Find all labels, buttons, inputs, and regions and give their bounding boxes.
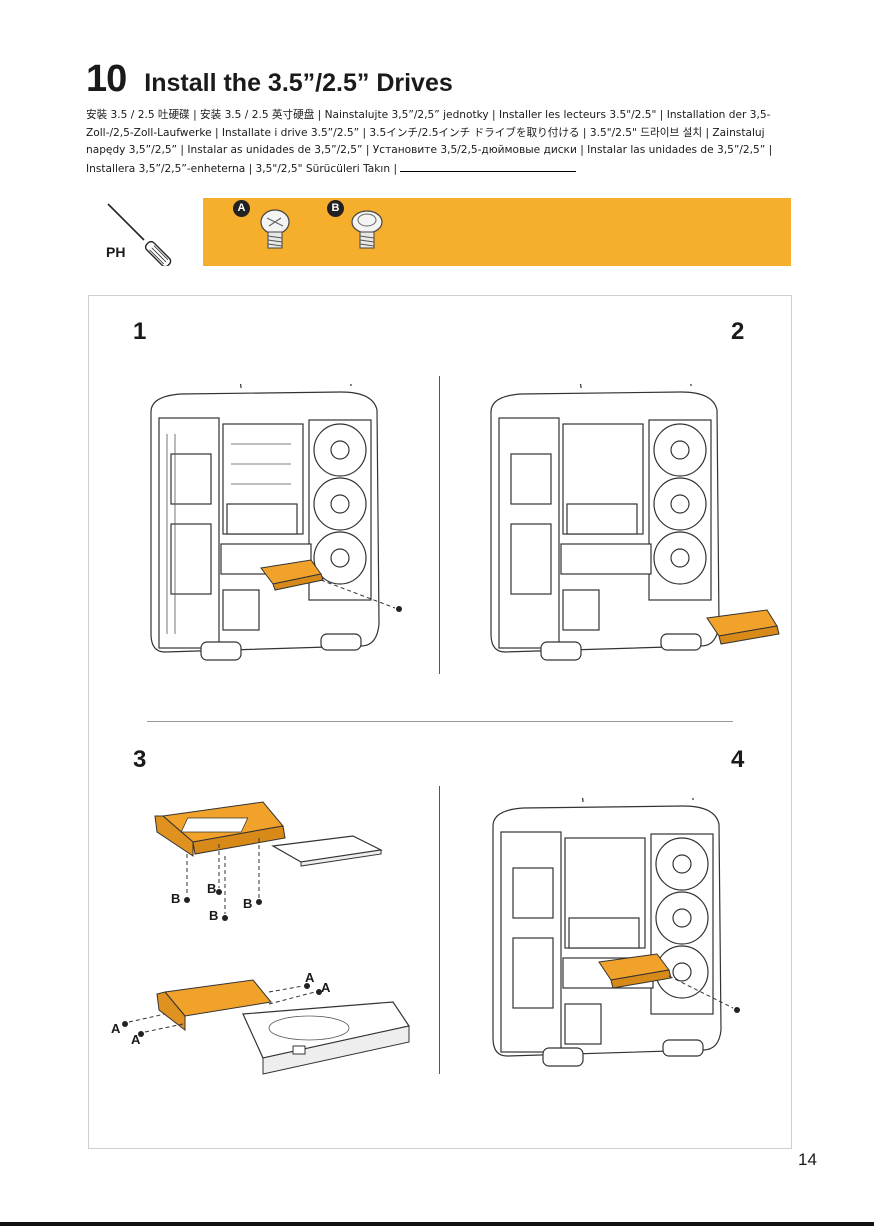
screw-a-callout: A [321, 980, 331, 995]
step-header: 10 Install the 3.5”/2.5” Drives 安裝 3.5 /… [86, 58, 806, 178]
lang-sv: Installera 3,5”/2,5”-enheterna [86, 162, 246, 175]
screw-b-callout: B [243, 896, 253, 911]
lang-ko: 3.5"/2.5" 드라이브 설치 [589, 126, 703, 139]
screws-band: A B [203, 198, 791, 266]
step-4-number: 4 [731, 746, 745, 773]
screw-b-callout: B [171, 891, 181, 906]
tools-required: PH A B [104, 198, 794, 268]
page-number: 14 [798, 1150, 817, 1169]
step-3-illustration [122, 801, 410, 1075]
lang-zh-cn: 安装 3.5 / 2.5 英寸硬盘 [200, 109, 315, 121]
step-2-illustration [490, 384, 780, 661]
lang-zh-tw: 安裝 3.5 / 2.5 吐硬碟 [86, 109, 190, 121]
lang-it: Installate i drive 3.5”/2.5” [221, 126, 360, 139]
lang-pt: Instalar as unidades de 3,5”/2,5” [187, 144, 363, 156]
screwdriver-label: PH [106, 244, 126, 260]
step-title-row: 10 Install the 3.5”/2.5” Drives [86, 58, 806, 101]
screw-a-callout: A [111, 1021, 121, 1036]
step-4-illustration [492, 798, 740, 1067]
lang-pl: Zainstaluj napędy 3,5”/2,5” [86, 126, 765, 157]
step-3-number: 3 [133, 746, 147, 773]
lang-cs: Nainstalujte 3,5”/2,5” jednotky [324, 109, 489, 121]
divider-vertical-bottom [439, 786, 440, 1074]
screw-a-callout: A [131, 1032, 141, 1047]
screw-a-label: A [233, 200, 250, 217]
step-2-number: 2 [731, 318, 745, 345]
lang-ja: 3.5インチ/2.5インチ ドライブを取り付ける [369, 126, 580, 139]
screw-a-icon [260, 209, 290, 249]
lang-es: Instalar las unidades de 3,5”/2,5” [587, 144, 766, 156]
step-number: 10 [86, 58, 127, 100]
lang-tr: 3,5"/2,5" Sürücüleri Takın [255, 162, 391, 175]
lang-fr: Installer les lecteurs 3.5"/2.5" [499, 109, 657, 121]
screw-a-callout: A [305, 970, 315, 985]
translated-titles: 安裝 3.5 / 2.5 吐硬碟 | 安装 3.5 / 2.5 英寸硬盘 | N… [86, 109, 773, 175]
blank-line [400, 160, 577, 172]
screwdriver-icon [107, 203, 172, 266]
step-1-number: 1 [133, 318, 147, 345]
divider-vertical-top [439, 376, 440, 674]
steps-frame: 1 2 3 4 [88, 295, 792, 1149]
screw-b-callout: B [207, 881, 217, 896]
screw-b-callout: B [209, 908, 219, 923]
lang-ru: Установите 3,5/2,5-дюймовые диски [372, 144, 577, 156]
screw-b-icon [351, 210, 383, 249]
divider-horizontal [147, 721, 733, 722]
footer-line [0, 1222, 874, 1226]
screw-b-label: B [327, 200, 344, 217]
step-1-illustration [150, 384, 402, 661]
step-title: Install the 3.5”/2.5” Drives [144, 69, 453, 97]
lang-de: Installation der 3,5-Zoll-/2,5-Zoll-Lauf… [86, 109, 771, 139]
